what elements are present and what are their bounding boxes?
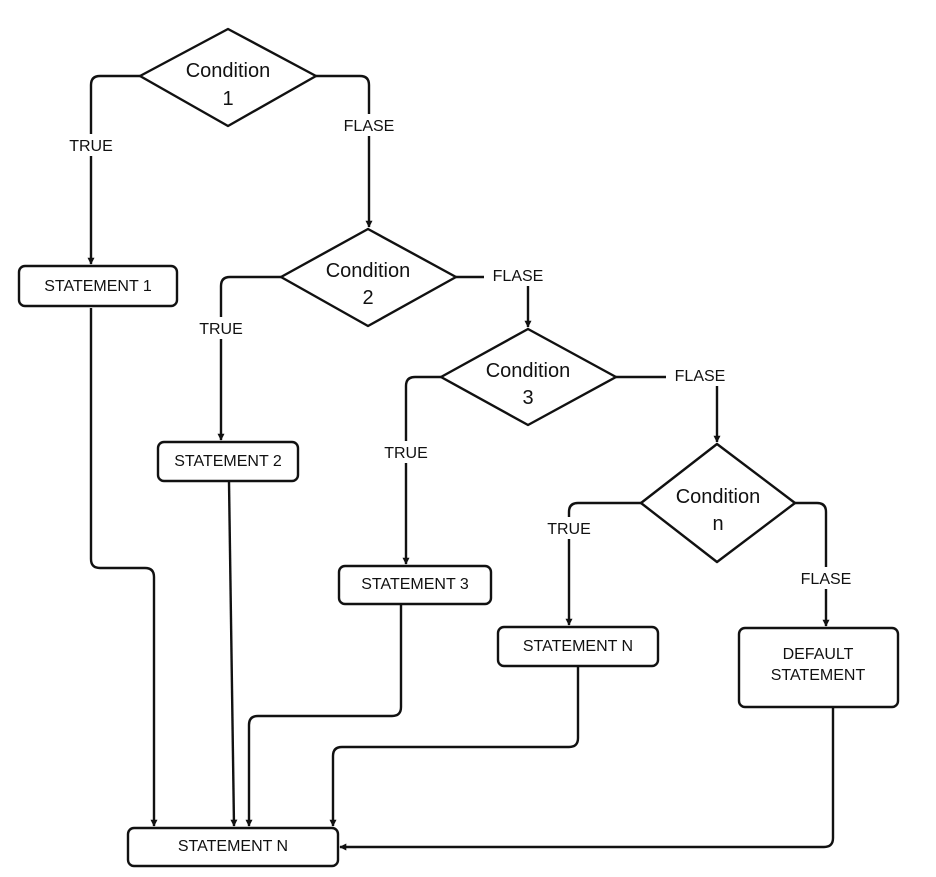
condition-3-label-line2: 3	[522, 387, 533, 409]
condition-3: Condition 3	[439, 327, 618, 427]
statement-1-label: STATEMENT 1	[44, 278, 152, 295]
edge-label-cn-true: TRUE	[547, 521, 591, 538]
statement-n-final-label: STATEMENT N	[178, 838, 288, 855]
condition-1-label-line2: 1	[222, 88, 233, 110]
statement-n-mid-label: STATEMENT N	[523, 638, 633, 655]
edge-label-c1-false: FLASE	[344, 118, 395, 135]
condition-1-label-line1: Condition	[186, 60, 271, 82]
condition-2-label-line1: Condition	[326, 260, 411, 282]
condition-n-label-line1: Condition	[676, 486, 761, 508]
edge-s2-final	[227, 481, 238, 827]
edge-c2-true	[217, 275, 281, 441]
condition-1: Condition 1	[138, 27, 318, 128]
default-statement: DEFAULT STATEMENT	[737, 626, 900, 709]
statement-2-label: STATEMENT 2	[174, 453, 282, 470]
statement-1: STATEMENT 1	[17, 264, 179, 308]
statement-n-mid: STATEMENT N	[496, 625, 660, 668]
condition-2: Condition 2	[279, 227, 458, 328]
edge-cn-true	[565, 501, 641, 626]
edge-c1-true	[87, 74, 140, 265]
default-statement-label-line1: DEFAULT	[783, 646, 854, 663]
edge-cn-false	[795, 501, 830, 627]
edge-label-cn-false: FLASE	[801, 571, 852, 588]
statement-2: STATEMENT 2	[156, 440, 300, 483]
edge-c3-true	[402, 375, 441, 565]
statement-n-final: STATEMENT N	[126, 826, 340, 868]
edge-snmid-final	[329, 667, 580, 827]
default-statement-label-line2: STATEMENT	[771, 667, 866, 684]
condition-n: Condition n	[639, 442, 797, 564]
statement-3-label: STATEMENT 3	[361, 576, 469, 593]
statement-3: STATEMENT 3	[337, 564, 493, 606]
edge-c3-false	[616, 375, 721, 443]
edge-label-c1-true: TRUE	[69, 138, 113, 155]
edge-s3-final	[245, 604, 403, 827]
condition-2-label-line2: 2	[362, 287, 373, 309]
edge-s1-final	[89, 308, 158, 827]
edge-label-c2-true: TRUE	[199, 321, 243, 338]
edge-label-c3-false: FLASE	[675, 368, 726, 385]
edge-c1-false	[316, 74, 373, 228]
edge-label-c2-false: FLASE	[493, 268, 544, 285]
condition-3-label-line1: Condition	[486, 360, 571, 382]
condition-n-label-line2: n	[712, 513, 723, 535]
edge-label-c3-true: TRUE	[384, 445, 428, 462]
edge-default-final	[339, 707, 835, 851]
